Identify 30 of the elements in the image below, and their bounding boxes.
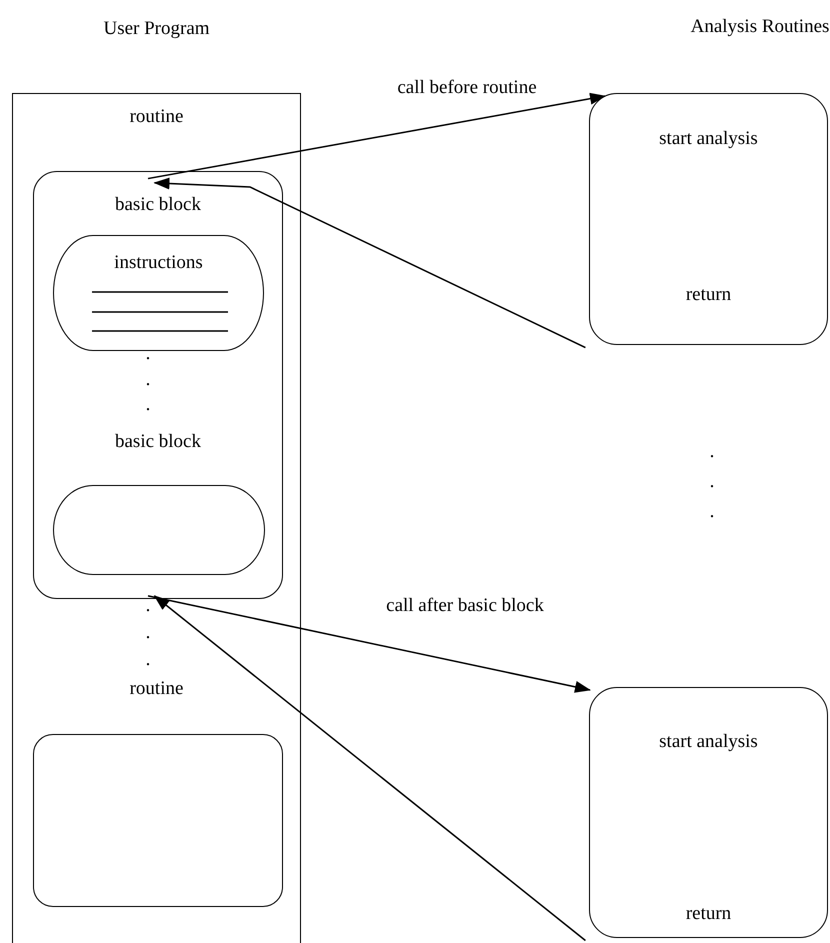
arrow (154, 178, 586, 348)
ellipsis-dot: . (146, 369, 150, 391)
instructions-label: instructions (114, 252, 203, 274)
ellipsis-dot: . (146, 595, 150, 617)
basic-block-box (33, 171, 283, 599)
return-label: return (686, 284, 732, 306)
arrow (148, 92, 606, 180)
ellipsis-dot: . (146, 622, 150, 644)
analysis-routine-box (589, 687, 828, 938)
ellipsis-dot: . (146, 394, 150, 416)
ellipsis-dot: . (710, 441, 714, 463)
ellipsis-dot: . (146, 343, 150, 365)
return-label: return (686, 903, 732, 925)
start-label: start analysis (659, 128, 758, 150)
instructions-capsule (53, 235, 264, 351)
column-heading: User Program (103, 18, 210, 40)
column-heading: Analysis Routines (690, 16, 830, 38)
ellipsis-dot: . (146, 649, 150, 671)
routine-label: routine (130, 678, 184, 700)
basic-block-label: basic block (115, 431, 201, 453)
arrow (148, 595, 591, 693)
basic-block-capsule (53, 485, 265, 575)
basic-block-label: basic block (115, 194, 201, 216)
routine-label: routine (130, 106, 184, 128)
start-label: start analysis (659, 731, 758, 753)
routine-box (33, 734, 283, 907)
ellipsis-dot: . (710, 501, 714, 523)
analysis-routine-box (589, 93, 828, 345)
ellipsis-dot: . (710, 471, 714, 493)
arrow (154, 595, 586, 942)
